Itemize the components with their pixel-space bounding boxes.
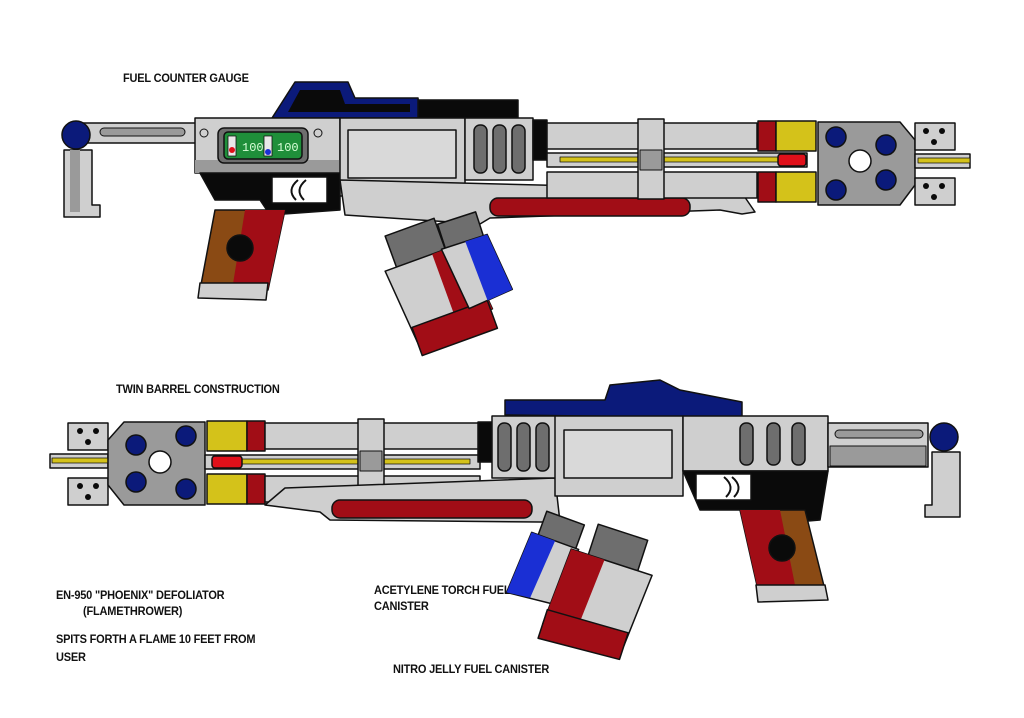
gauge-left-value: 100 — [242, 141, 264, 155]
top-rail-bottom — [504, 379, 743, 419]
label-desc-line1: SPITS FORTH A FLAME 10 FEET FROM — [56, 633, 256, 647]
label-title-line2: (FLAMETHROWER) — [83, 605, 183, 619]
gun-top: 100 100 — [61, 81, 971, 357]
label-title-line1: EN-950 "PHOENIX" DEFOLIATOR — [56, 589, 225, 603]
label-twin-barrel: TWIN BARREL CONSTRUCTION — [116, 383, 280, 397]
label-nitro: NITRO JELLY FUEL CANISTER — [393, 663, 550, 677]
gun-bottom — [49, 379, 961, 661]
gauge-right-value: 100 — [277, 141, 299, 155]
label-desc-line2: USER — [56, 651, 86, 665]
label-fuel-counter-gauge: FUEL COUNTER GAUGE — [123, 72, 249, 86]
label-acetylene-line1: ACETYLENE TORCH FUEL — [374, 584, 511, 598]
stock-knob — [61, 120, 91, 150]
acetylene-canister-top — [436, 211, 514, 310]
label-acetylene-line2: CANISTER — [374, 600, 429, 614]
nitro-canister-bottom — [537, 523, 653, 661]
